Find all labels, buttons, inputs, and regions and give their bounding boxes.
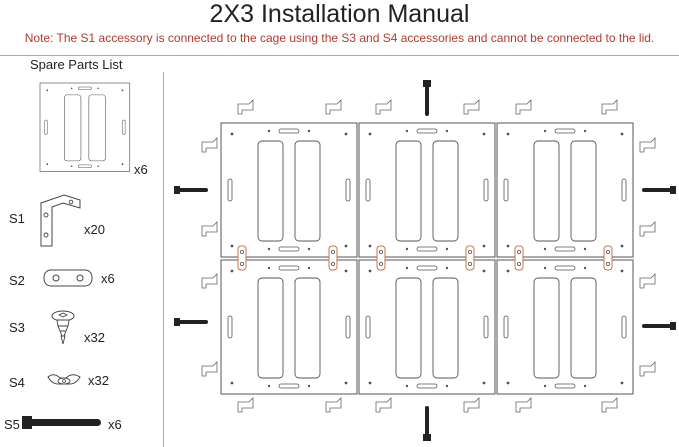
s2-code: S2 [9, 273, 25, 288]
s5-qty: x6 [108, 417, 122, 432]
panel-qty: x6 [134, 162, 148, 177]
s5-strap-icon [22, 416, 101, 429]
s2-plate-icon [43, 269, 93, 287]
panel-grid [220, 122, 634, 395]
spare-panel-icon [39, 82, 131, 172]
s1-code: S1 [9, 211, 25, 226]
spare-parts-heading: Spare Parts List [30, 57, 123, 72]
s3-code: S3 [9, 320, 25, 335]
panel-r2-c1 [220, 259, 358, 395]
panel-r2-c2 [358, 259, 496, 395]
s4-code: S4 [9, 375, 25, 390]
panel-r2-c3 [496, 259, 634, 395]
installation-note: Note: The S1 accessory is connected to t… [24, 31, 655, 45]
header-divider [0, 55, 679, 56]
panel-r1-c1 [220, 122, 358, 258]
column-divider [163, 72, 164, 447]
s3-qty: x32 [84, 330, 105, 345]
s4-wingnut-icon [47, 374, 81, 385]
panel-r1-c2 [358, 122, 496, 258]
panel-r1-c3 [496, 122, 634, 258]
s1-bracket-icon [40, 194, 81, 247]
s2-qty: x6 [101, 271, 115, 286]
straps [174, 80, 676, 441]
s4-qty: x32 [88, 373, 109, 388]
s3-screw-icon [51, 310, 75, 345]
page-title: 2X3 Installation Manual [209, 0, 470, 28]
s5-code: S5 [4, 417, 20, 432]
s1-qty: x20 [84, 222, 105, 237]
